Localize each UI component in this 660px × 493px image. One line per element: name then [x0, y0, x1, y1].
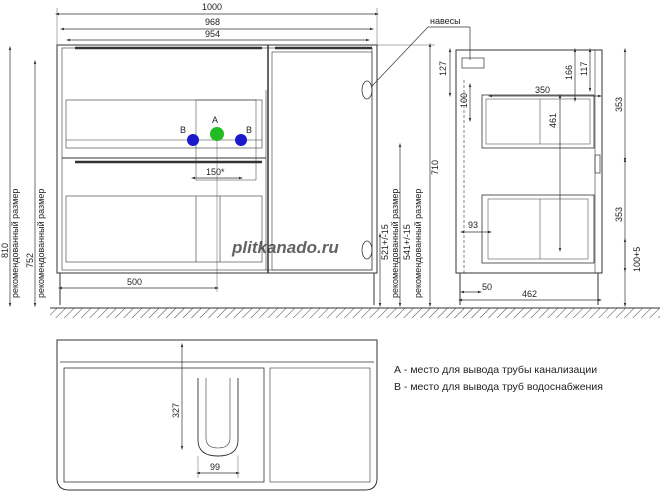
legend: А - место для вывода трубы канализации В… — [394, 364, 603, 393]
side-lower-drawer — [481, 194, 595, 264]
floor — [50, 307, 660, 318]
side-outline — [455, 49, 603, 274]
side-view — [455, 49, 603, 305]
water-point-b-left — [187, 134, 199, 146]
label-rec-1: рекомендованный размер — [10, 189, 20, 298]
dim-500: 500 — [127, 277, 142, 287]
dim-541: 541+/-15 — [402, 224, 412, 260]
dim-1000: 1000 — [202, 2, 222, 12]
hinge-upper — [361, 80, 373, 100]
top-dimension-text: 327 99 — [171, 403, 220, 472]
side-hinge-bracket — [461, 57, 485, 69]
dim-327: 327 — [171, 403, 181, 418]
sewer-point-a — [210, 127, 224, 141]
label-b-left: B — [180, 125, 186, 135]
dim-117: 117 — [579, 62, 589, 76]
side-dimensions — [448, 47, 627, 308]
label-rec-4: рекомендованный размер — [413, 189, 423, 298]
dim-127: 127 — [438, 61, 448, 76]
dim-752: 752 — [25, 253, 35, 268]
label-hinges: навесы — [430, 16, 461, 26]
front-dimensions — [8, 8, 435, 308]
watermark: plitkanado.ru — [231, 238, 339, 257]
siphon-notch-outer — [197, 378, 239, 457]
upper-drawer-inner — [65, 99, 263, 149]
side-lower-drawer-inner — [487, 198, 589, 260]
dim-353-top: 353 — [614, 97, 624, 112]
dim-462: 462 — [522, 289, 537, 299]
dim-150: 150* — [206, 167, 225, 177]
dim-99: 99 — [210, 462, 220, 472]
label-rec-2: рекомендованный размер — [36, 189, 46, 298]
dim-100-5: 100+5 — [632, 247, 642, 272]
lower-drawer-inner — [65, 195, 263, 263]
hinges-leader-front — [371, 26, 429, 87]
dim-968: 968 — [205, 17, 220, 27]
dim-50: 50 — [482, 282, 492, 292]
legend-b: В - место для вывода труб водоснабжения — [394, 381, 603, 393]
top-outline — [56, 339, 378, 491]
top-view — [56, 339, 378, 491]
dim-461: 461 — [548, 113, 558, 128]
dim-521: 521+/-15 — [380, 224, 390, 260]
siphon-notch-inner — [205, 378, 231, 449]
side-dimension-text: 127 117 166 100 350 461 353 353 100+5 93… — [438, 61, 642, 299]
label-a: A — [212, 115, 218, 125]
dim-954: 954 — [205, 29, 220, 39]
top-right-compartment — [269, 367, 371, 483]
legend-a: А - место для вывода трубы канализации — [394, 364, 597, 376]
dim-350: 350 — [535, 85, 550, 95]
dim-100-top: 100 — [459, 93, 469, 108]
side-upper-drawer — [481, 94, 595, 149]
top-dimensions — [180, 342, 241, 478]
side-handle — [594, 154, 601, 174]
label-b-right: B — [246, 125, 252, 135]
dim-166: 166 — [564, 65, 574, 80]
label-rec-3: рекомендованный размер — [390, 189, 400, 298]
side-upper-drawer-inner — [485, 98, 591, 145]
hinge-lower — [361, 240, 373, 260]
pipe-markers: B A B — [180, 115, 252, 146]
top-drawer-box — [63, 367, 265, 483]
front-dimension-text: 1000 968 954 500 150* 810 рекомендованны… — [0, 2, 440, 298]
hinges-callout: навесы — [371, 16, 471, 87]
right-door — [271, 51, 373, 271]
dim-810: 810 — [0, 243, 10, 258]
dim-710: 710 — [430, 160, 440, 175]
water-point-b-right — [235, 134, 247, 146]
dim-353-bottom: 353 — [614, 207, 624, 222]
dim-93: 93 — [468, 220, 478, 230]
floor-hatch — [50, 308, 660, 318]
